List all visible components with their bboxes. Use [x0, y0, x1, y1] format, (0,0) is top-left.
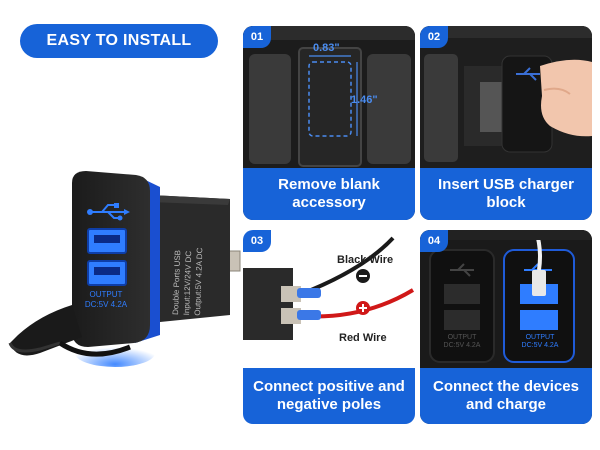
step-caption-3: Connect positive and negative poles	[243, 368, 415, 424]
step-number-2: 02	[420, 26, 448, 48]
output-spec-label: DC:5V 4.2A	[85, 300, 128, 309]
output-text-right-2: DC:5V 4.2A	[521, 342, 559, 349]
side-label-1: Double Ports USB	[171, 250, 182, 315]
usb-charger-product-image: OUTPUT DC:5V 4.2A Double Ports USB Input…	[8, 171, 241, 367]
output-text-right-1: OUTPUT	[525, 334, 555, 341]
step-number-3: 03	[243, 230, 271, 252]
black-wire-label: Black Wire	[337, 254, 394, 266]
step-caption-1: Remove blank accessory	[243, 168, 415, 220]
step-number-1: 01	[243, 26, 271, 48]
step-caption-2: Insert USB charger block	[420, 168, 592, 220]
easy-to-install-badge: EASY TO INSTALL	[20, 24, 218, 58]
output-label: OUTPUT	[90, 290, 123, 299]
step-card-4: OUTPUT DC:5V 4.2A OUTPUT DC:5V 4.2A 04 C…	[420, 230, 592, 424]
remove-blank-photo	[243, 26, 415, 168]
red-wire-label: Red Wire	[339, 332, 387, 344]
step-card-2: 02 Insert USB charger block	[420, 26, 592, 220]
side-label-2: Input:12V/24V DC	[182, 250, 193, 315]
step-card-1: 0.83" 1.46" 01 Remove blank accessory	[243, 26, 415, 220]
charging-devices-photo	[420, 230, 592, 368]
width-dimension-label: 0.83"	[313, 42, 340, 54]
insert-charger-photo	[420, 26, 592, 168]
output-text-left-1: OUTPUT	[447, 334, 477, 341]
wiring-photo	[243, 230, 415, 368]
output-label-right: OUTPUT DC:5V 4.2A	[518, 334, 562, 350]
side-label-3: Output:5V 4.2A DC	[193, 247, 204, 316]
step-number-4: 04	[420, 230, 448, 252]
step-caption-4: Connect the devices and charge	[420, 368, 592, 424]
output-text-left-2: DC:5V 4.2A	[443, 342, 481, 349]
height-dimension-label: 1.46"	[351, 94, 378, 106]
output-label-left: OUTPUT DC:5V 4.2A	[442, 334, 482, 350]
step-card-3: Black Wire Red Wire 03 Connect positive …	[243, 230, 415, 424]
